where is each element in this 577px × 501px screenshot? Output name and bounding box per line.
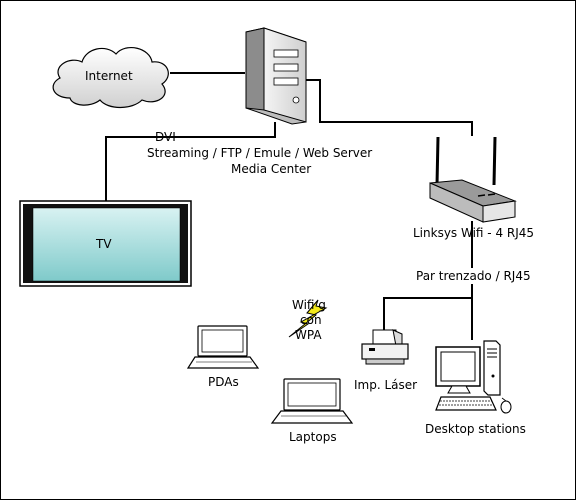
dvi-label: DVI [155, 130, 176, 144]
line-to-printer [383, 297, 472, 330]
laptops-label: Laptops [289, 430, 337, 444]
router-icon [429, 136, 517, 223]
lightning-icon [288, 299, 328, 338]
laptop-icon-pda [186, 325, 260, 369]
wifi-label-3: WPA [295, 328, 322, 342]
laptop-icon [270, 378, 354, 424]
server-icon [245, 27, 307, 125]
wifi-label-1: Wifi g [292, 298, 326, 312]
server-services-label: Streaming / FTP / Emule / Web Server [147, 146, 372, 160]
cloud-icon [52, 46, 169, 109]
wifi-label-2: con [300, 313, 322, 327]
server-media-label: Media Center [231, 162, 311, 176]
line-server-tv [105, 122, 276, 208]
desktops-label: Desktop stations [425, 422, 526, 436]
printer-label: Imp. Láser [354, 378, 417, 392]
cable-label: Par trenzado / RJ45 [416, 269, 531, 283]
pdas-label: PDAs [208, 375, 239, 389]
connection-lines [105, 72, 473, 340]
desktop-icon [435, 340, 512, 414]
printer-icon [361, 329, 409, 365]
tv-icon [19, 200, 192, 287]
line-server-router [305, 79, 473, 136]
router-label: Linksys Wifi - 4 RJ45 [413, 226, 534, 240]
internet-label: Internet [85, 69, 133, 83]
tv-label: TV [95, 237, 112, 251]
